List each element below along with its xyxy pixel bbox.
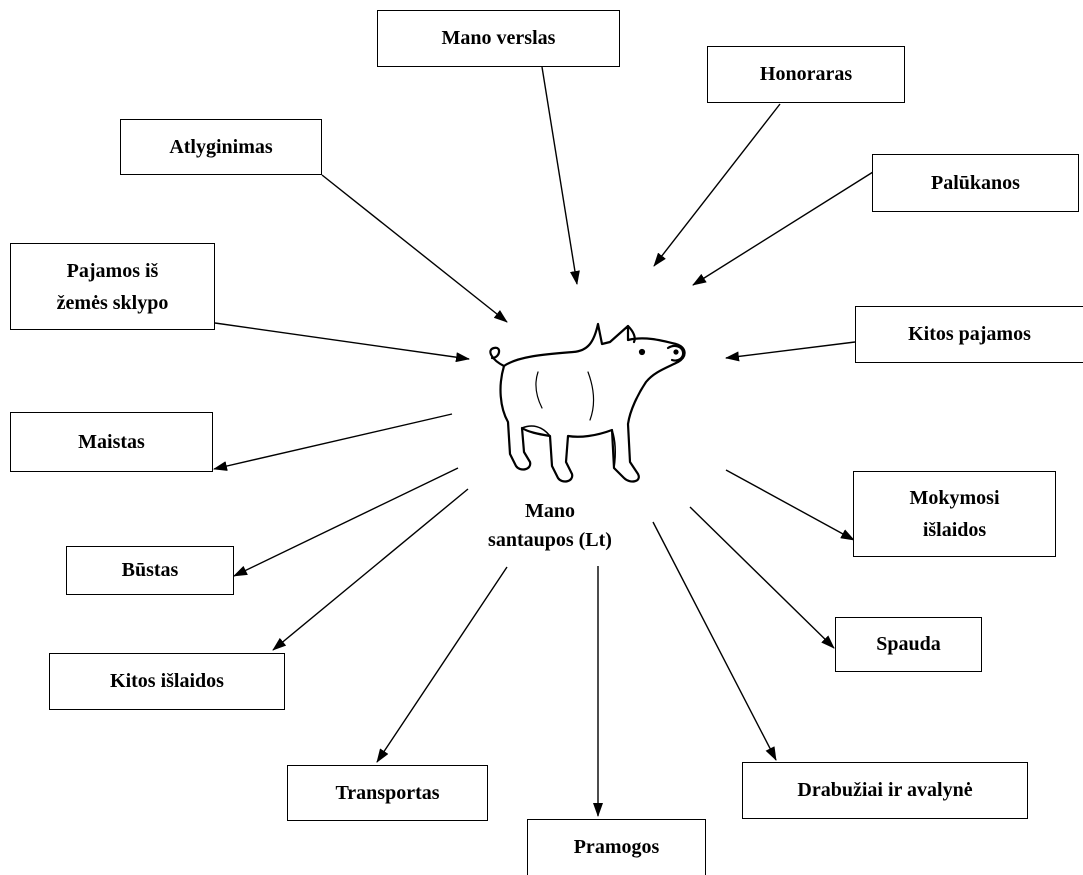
expense-box-bustas: Būstas (66, 546, 234, 595)
arrow-mano-verslas (541, 66, 580, 285)
income-box-pajamos-zemes: Pajamos iš žemės sklypo (10, 243, 215, 330)
expense-box-pramogos: Pramogos (527, 819, 706, 875)
arrow-kitos-islaidos (272, 488, 469, 651)
arrow-maistas (213, 413, 453, 471)
arrow-kitos-pajamos (725, 341, 856, 362)
arrow-honoraras (653, 103, 781, 267)
arrow-palukanos (692, 171, 874, 286)
arrow-drabuziai (652, 521, 777, 761)
expense-box-kitos-islaidos: Kitos išlaidos (49, 653, 285, 710)
expense-box-maistas: Maistas (10, 412, 213, 472)
income-box-honoraras: Honoraras (707, 46, 905, 103)
arrow-spauda (689, 506, 835, 649)
piggy-bank-icon (489, 322, 686, 483)
income-box-palukanos: Palūkanos (872, 154, 1079, 212)
income-box-atlyginimas: Atlyginimas (120, 119, 322, 175)
expense-box-spauda: Spauda (835, 617, 982, 672)
expense-box-mokymosi-islaidos: Mokymosi išlaidos (853, 471, 1056, 557)
arrow-transportas (376, 566, 508, 763)
arrow-pajamos-zemes (214, 322, 470, 363)
income-box-mano-verslas: Mano verslas (377, 10, 620, 67)
arrow-bustas (233, 467, 459, 577)
center-savings-label: Mano santaupos (Lt) (488, 500, 612, 551)
expense-box-drabuziai-ir-avalyne: Drabužiai ir avalynė (742, 762, 1028, 819)
arrow-mokymosi (725, 469, 855, 541)
expense-box-transportas: Transportas (287, 765, 488, 821)
income-box-kitos-pajamos: Kitos pajamos (855, 306, 1083, 363)
arrow-atlyginimas (321, 174, 508, 323)
